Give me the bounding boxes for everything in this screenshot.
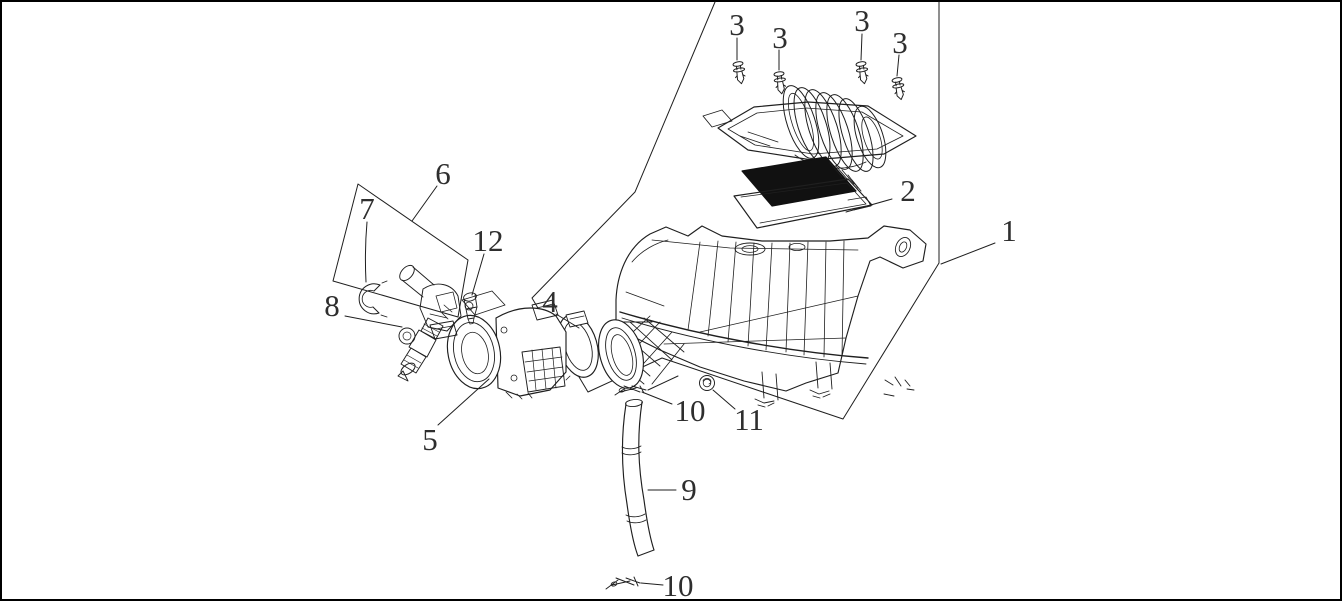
leader-7 [364,221,368,283]
spring-clip-10-bottom [605,576,641,590]
grommet-11 [699,375,715,391]
callout-8: 8 [324,288,340,323]
fuel-injector [397,317,444,382]
leader-8 [344,315,403,328]
callout-10-bottom: 10 [663,568,694,601]
intake-snout-bellmouth [598,315,685,391]
leader-5 [437,378,490,426]
callout-10-top: 10 [675,393,706,428]
leader-1 [940,242,996,265]
callout-3-a: 3 [729,7,745,42]
leader-10-top [641,391,673,405]
sensor-screw-12 [463,292,478,325]
leader-lines [344,33,996,586]
air-cleaner-cover [702,85,917,172]
throttle-body [441,290,567,400]
vapor-valve-fitting [399,264,462,340]
callout-labels: 3 3 3 3 6 7 12 8 5 4 2 1 10 11 9 10 [324,3,1017,601]
callout-11: 11 [734,402,764,437]
drain-tube [621,398,655,557]
leader-12 [471,253,485,296]
leader-4 [555,313,580,329]
hose-clamp-4 [551,310,599,381]
callout-1: 1 [1001,213,1017,248]
callout-12: 12 [473,223,504,258]
leader-2 [845,198,893,213]
callout-4: 4 [542,284,558,319]
callout-3-d: 3 [892,25,908,60]
pipe-clamp-7 [358,280,388,318]
leader-10-bottom [640,582,664,586]
leader-3c [860,33,863,61]
callout-3-c: 3 [854,3,870,38]
leader-11 [712,389,736,410]
leader-6 [411,185,438,222]
assembly-group-6-boundary [332,183,469,318]
callout-6: 6 [435,156,451,191]
callout-5: 5 [422,422,438,457]
callout-7: 7 [359,191,375,226]
leader-3d [896,54,900,77]
spring-clip-10-top [614,385,647,396]
callout-2: 2 [900,173,916,208]
callout-9: 9 [681,472,697,507]
air-cleaner-housing [615,225,927,408]
air-filter-element [733,156,873,229]
callout-3-b: 3 [772,20,788,55]
